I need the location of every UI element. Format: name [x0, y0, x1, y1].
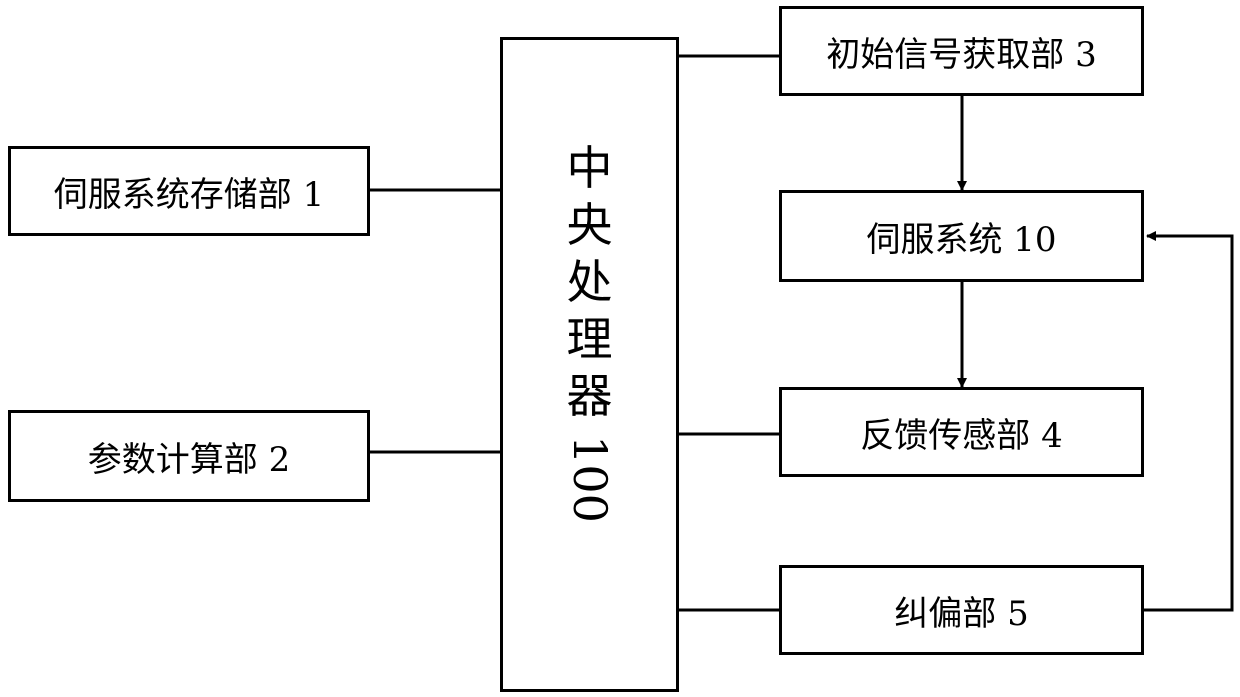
cpu-char-5: 器: [567, 368, 613, 425]
central-processor-label: 中 央 处 理 器 100: [503, 140, 676, 527]
cpu-char-4: 理: [567, 311, 613, 368]
servo-system-label: 伺服系统 10: [866, 212, 1056, 261]
correction-label: 纠偏部 5: [894, 586, 1028, 635]
central-processor-block: 中 央 处 理 器 100: [500, 37, 679, 692]
initial-signal-block: 初始信号获取部 3: [779, 6, 1144, 96]
servo-storage-label: 伺服系统存储部 1: [54, 167, 324, 216]
cpu-number: 100: [542, 435, 638, 523]
feedback-sensor-block: 反馈传感部 4: [779, 387, 1144, 477]
cpu-char-2: 央: [567, 197, 613, 254]
param-calc-block: 参数计算部 2: [8, 410, 370, 502]
feedback-sensor-label: 反馈传感部 4: [860, 408, 1062, 457]
servo-system-block: 伺服系统 10: [779, 190, 1144, 282]
servo-storage-block: 伺服系统存储部 1: [8, 146, 370, 236]
param-calc-label: 参数计算部 2: [88, 432, 290, 481]
correction-block: 纠偏部 5: [779, 565, 1144, 655]
cpu-char-3: 处: [567, 254, 613, 311]
cpu-char-1: 中: [567, 140, 613, 197]
initial-signal-label: 初始信号获取部 3: [826, 27, 1096, 76]
arrow-correction-to-servo: [1144, 236, 1232, 610]
